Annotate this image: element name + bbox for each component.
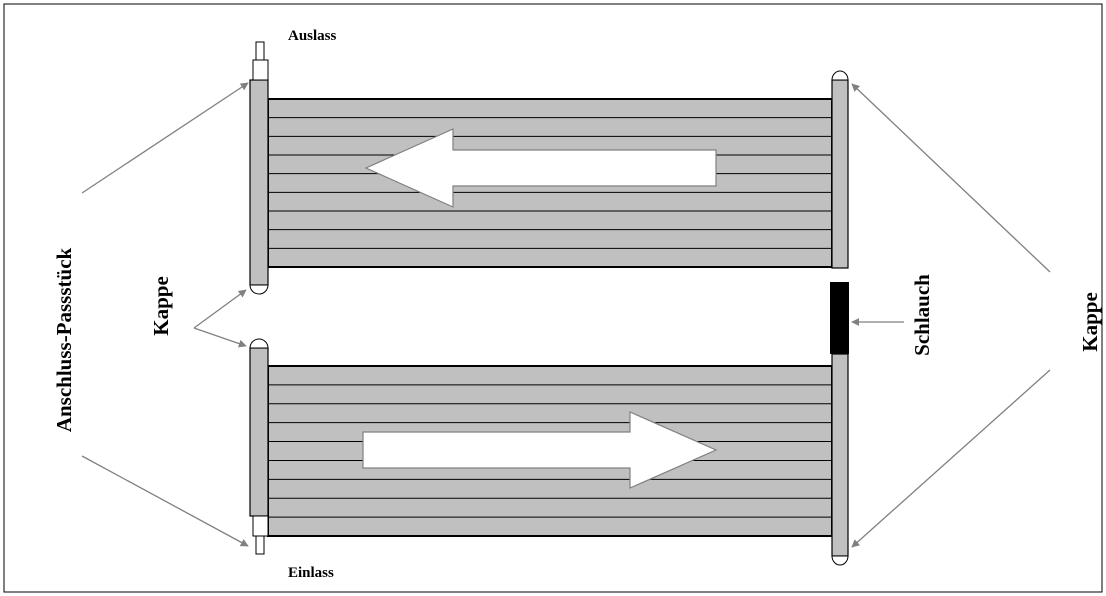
inlet-fitting <box>252 515 269 537</box>
cap-pointer-upper <box>193 289 247 329</box>
top-collector-panel <box>249 41 849 295</box>
cap-pointer-top-right <box>851 83 1051 273</box>
top-right-header-pipe <box>831 79 849 269</box>
outlet-label: Auslass <box>288 28 337 44</box>
cap-label-left: Kappe <box>149 276 173 336</box>
connecting-hose <box>830 282 849 354</box>
top-panel-tubes <box>268 117 832 249</box>
pointer-lines <box>81 82 1051 548</box>
top-panel-body <box>267 98 833 268</box>
flow-arrow-left <box>364 128 717 208</box>
cap-pointer-bottom-right <box>851 369 1051 548</box>
bottom-right-cap <box>831 555 849 566</box>
inlet-label: Einlass <box>288 565 334 581</box>
fitting-pointer-bottom <box>81 455 249 547</box>
flow-arrow-right <box>362 411 718 489</box>
hose-label: Schlauch <box>910 274 934 356</box>
diagram-frame <box>3 3 1103 593</box>
cap-pointer-lower <box>193 327 247 348</box>
fitting-pointer-top <box>81 82 249 194</box>
outlet-fitting <box>252 59 269 81</box>
bottom-left-cap <box>249 338 269 349</box>
cap-label-right: Kappe <box>1078 292 1102 352</box>
bottom-right-header-pipe <box>831 353 849 557</box>
top-right-cap <box>831 70 849 81</box>
outlet-nozzle <box>255 41 265 61</box>
top-left-cap <box>249 284 269 295</box>
top-left-header-pipe <box>249 79 269 286</box>
fitting-label: Anschluss-Passstück <box>52 247 76 432</box>
bottom-left-header-pipe <box>249 347 269 517</box>
bottom-collector-panel <box>249 338 849 566</box>
inlet-nozzle <box>255 535 265 555</box>
